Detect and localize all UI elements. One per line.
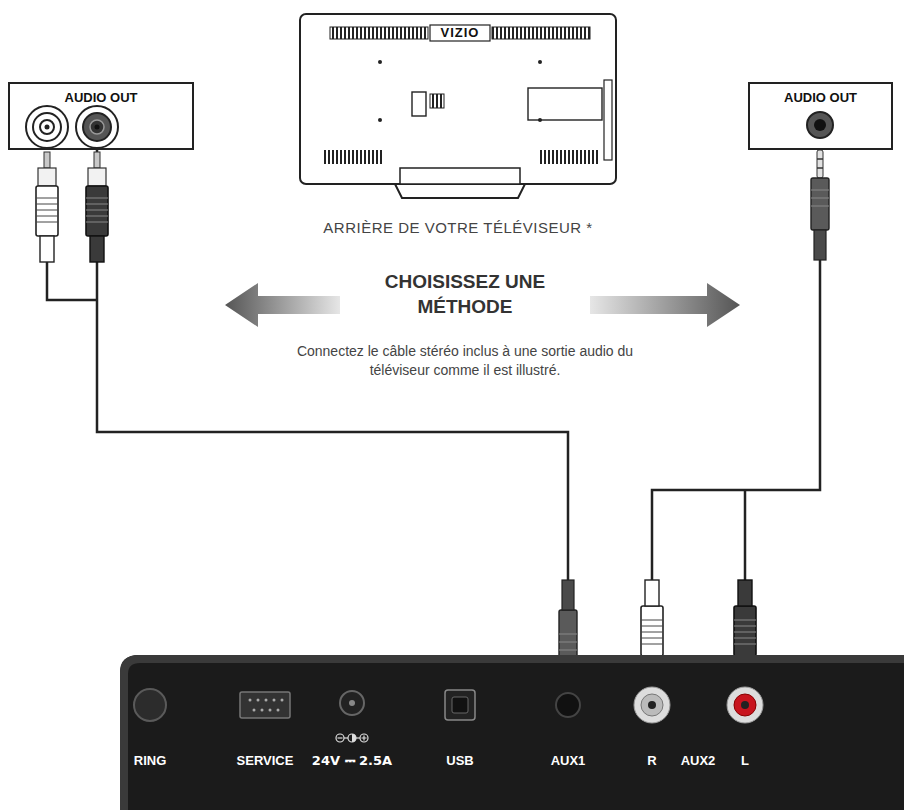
port-label: 24V ⎓ 2.5A [312,753,392,769]
direction-arrow [590,283,740,327]
audio-out-box: AUDIO OUT [748,82,893,150]
text-slot: USB [446,753,473,768]
text-slot: RING [134,753,167,768]
text-slot: L [741,753,749,768]
caption: ARRIÈRE DE VOTRE TÉLÉVISEUR * [280,219,636,236]
rca-jack [26,106,68,148]
port-label: R [647,753,656,768]
tv-back: VIZIOARRIÈRE DE VOTRE TÉLÉVISEUR * [300,12,616,198]
rca-plug [86,152,108,262]
port-label: USB [446,753,473,768]
cable [47,262,97,300]
brand-logo: VIZIO [430,25,490,40]
text-slot: AUX2 [681,753,716,768]
cable [652,150,820,655]
cable [744,490,747,580]
text-slot: Connectez le câble stéréo inclus à une s… [278,342,652,380]
rca-jack [76,106,118,148]
instruction-heading: CHOISISSEZ UNE MÉTHODE [360,270,570,319]
audio-out-box: AUDIO OUT [8,82,194,150]
instruction-note: Connectez le câble stéréo inclus à une s… [278,342,652,380]
mini-jack [807,112,833,138]
text-slot: CHOISISSEZ UNE MÉTHODE [360,270,570,319]
text-slot: AUX1 [551,753,586,768]
port-label: RING [134,753,167,768]
text-slot: VIZIO [430,25,490,40]
direction-arrow [225,283,340,327]
mini-plug [811,150,829,260]
text-slot: SERVICE [237,753,294,768]
port-label: AUX1 [551,753,586,768]
port-heading: AUDIO OUT [65,90,138,105]
rca-plug [36,152,58,262]
text-slot: ARRIÈRE DE VOTRE TÉLÉVISEUR * [280,219,636,236]
text-slot: 24V ⎓ 2.5A [312,753,392,769]
soundbar-panel: RING SERVICE 24V ⎓ 2.5A USB AUX1 R AUX2 L [120,655,904,810]
tv-back-illustration [300,14,616,198]
soundbar-panel [120,655,904,810]
port-label: AUX2 [681,753,716,768]
text-slot: R [647,753,656,768]
port-label: L [741,753,749,768]
port-heading: AUDIO OUT [784,90,857,105]
port-label: SERVICE [237,753,294,768]
